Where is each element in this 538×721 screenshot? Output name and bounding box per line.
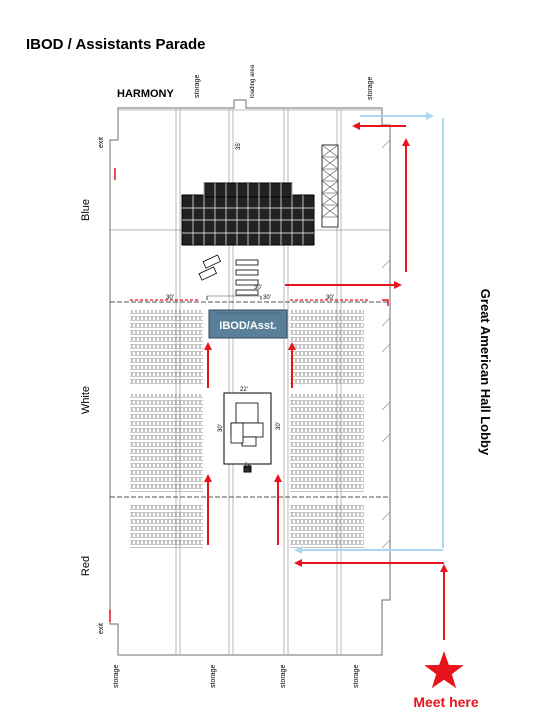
center-platform xyxy=(223,392,272,473)
seating-blocks xyxy=(130,310,364,548)
dimension-label-30: 30' xyxy=(276,422,282,430)
dimension-label-30: 30' xyxy=(218,424,224,432)
dimension-label-35: 35' xyxy=(236,142,242,150)
door-marks xyxy=(381,139,391,549)
dimension-label-30: 30' xyxy=(254,285,262,291)
dimension-label-30: 30' xyxy=(263,295,271,301)
meeting-label: Meet here xyxy=(413,694,479,710)
storage-label: storage xyxy=(353,665,360,688)
storage-label: storage xyxy=(113,665,120,688)
dimension-label-30: 30' xyxy=(326,295,334,301)
ibod-booth: IBOD/Asst. xyxy=(208,309,288,339)
small-tables xyxy=(198,254,259,296)
storage-label: storage xyxy=(280,665,287,688)
exit-markers xyxy=(109,168,389,622)
storage-label: storage xyxy=(367,77,374,100)
booth-label: IBOD/Asst. xyxy=(219,320,276,332)
lobby-label: Great American Hall Lobby xyxy=(478,289,493,456)
section-label-white: White xyxy=(80,386,92,414)
seating-block xyxy=(290,503,364,548)
section-label-red: Red xyxy=(80,556,92,576)
room-name: HARMONY xyxy=(117,88,174,100)
loading-area-label: loading area xyxy=(250,64,256,98)
stage-risers xyxy=(181,182,315,246)
dimension-label-22: 22' xyxy=(240,387,248,393)
seating-block xyxy=(290,310,364,386)
seating-block xyxy=(130,310,203,386)
seating-block xyxy=(290,394,364,492)
equipment-rack xyxy=(321,144,339,228)
section-label-blue: Blue xyxy=(80,199,92,221)
dimension-label-22: 22' xyxy=(246,462,252,470)
dimension-labels: 35' 30' 30' 30' 30' 22' 30' 30' 22' xyxy=(166,142,334,470)
storage-label: storage xyxy=(210,665,217,688)
room-outline xyxy=(109,99,391,656)
storage-label: storage xyxy=(194,75,201,98)
seating-block xyxy=(130,503,203,548)
red-route xyxy=(204,122,448,640)
exit-label: exit xyxy=(98,137,105,148)
page-title: IBOD / Assistants Parade xyxy=(26,36,206,53)
dimension-label-30: 30' xyxy=(166,295,174,301)
meeting-star-icon xyxy=(424,651,464,689)
blue-route xyxy=(294,112,444,554)
seating-block xyxy=(130,394,203,492)
exit-label: exit xyxy=(98,623,105,634)
